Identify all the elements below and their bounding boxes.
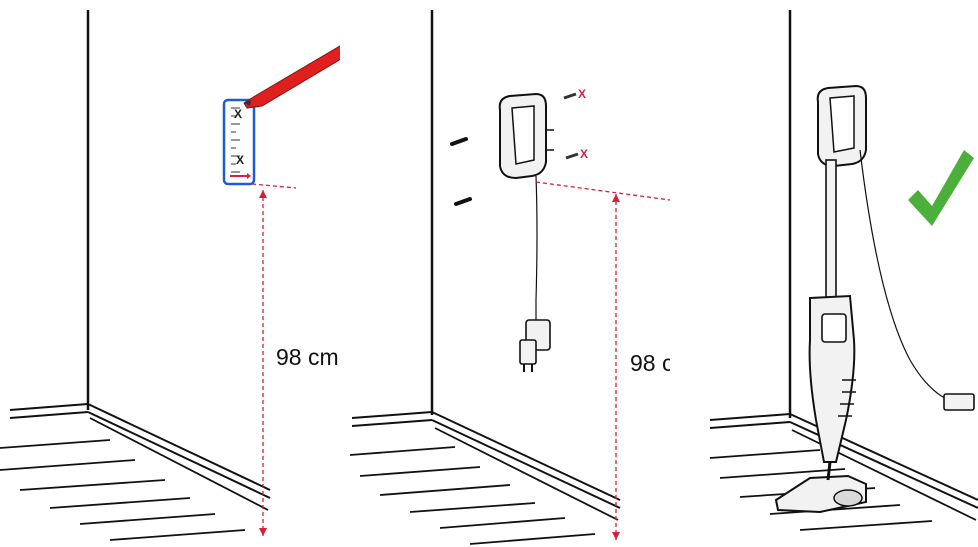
dimension-line-2: [535, 181, 670, 540]
step-2-panel: X X 98 cm: [340, 0, 670, 547]
stick-vacuum: [774, 159, 867, 514]
dimension-line-1: [251, 183, 297, 536]
ruler-mark-bottom: X: [236, 153, 244, 167]
checkmark-icon: [908, 150, 974, 226]
height-label: 98 cm: [276, 344, 339, 370]
wall-holder: [498, 92, 554, 180]
baseboard-right: [87, 403, 271, 499]
step-1-illustration: X X: [0, 10, 340, 541]
baseboard-left: [351, 411, 433, 427]
screw-icon: [563, 92, 579, 160]
height-label: 98 cm: [630, 350, 670, 376]
step-3-illustration: [709, 10, 978, 531]
baseboard-right: [431, 411, 621, 509]
pencil-icon: [243, 45, 340, 109]
step-1-panel: X X 98 cm: [0, 0, 340, 547]
floor-lines: [349, 427, 619, 545]
screw-mark-bottom: X: [580, 147, 588, 161]
plug-icon: [519, 319, 551, 372]
wall-holes: [450, 137, 472, 206]
baseboard-left: [9, 403, 89, 419]
baseboard-left: [709, 413, 791, 429]
charger-cable: [535, 175, 538, 320]
ruler-icon: [222, 98, 256, 186]
floor-lines: [0, 417, 269, 541]
step-2-illustration: X X: [349, 10, 670, 545]
step-3-panel: [670, 0, 978, 547]
wall-holder: [816, 84, 867, 168]
charger-cable: [859, 149, 961, 405]
ruler-mark-top: X: [234, 107, 242, 121]
screw-mark-top: X: [578, 87, 586, 101]
plug-icon: [943, 393, 975, 411]
